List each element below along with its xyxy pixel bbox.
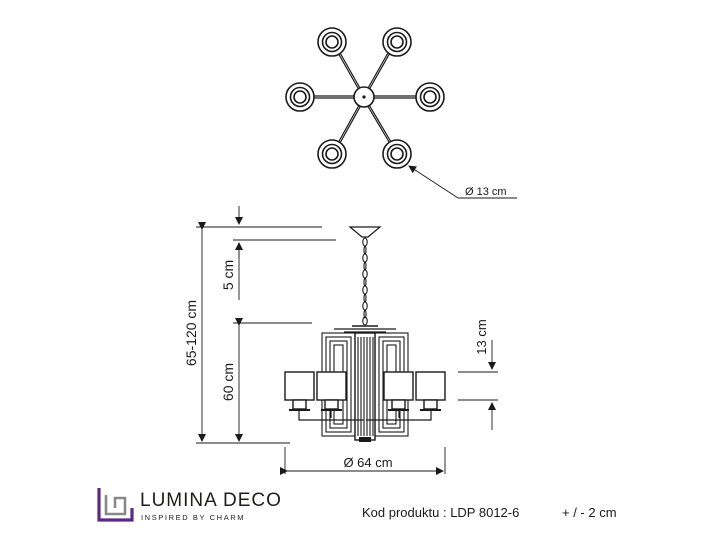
top-view-lamp <box>317 27 347 57</box>
side-view-shade <box>383 371 414 411</box>
brand-tagline: INSPIRED BY CHARM <box>141 513 246 522</box>
shade-diameter-leader <box>408 165 517 199</box>
product-code: Kod produktu : LDP 8012-6 <box>362 505 519 520</box>
top-view-lamp <box>317 139 347 169</box>
product-code-label: Kod produktu : <box>362 505 447 520</box>
brand-logo-icon <box>97 488 134 522</box>
side-view-shade <box>316 371 347 411</box>
suspension-chain <box>362 237 368 326</box>
side-view-shade <box>415 371 446 411</box>
top-view-lamp <box>382 139 412 169</box>
ceiling-canopy <box>348 226 382 238</box>
shade-height-label: 13 cm <box>474 319 489 354</box>
side-view-shade <box>284 371 315 411</box>
total-height-label: 65-120 cm <box>183 300 199 366</box>
shade-diameter-label: Ø 13 cm <box>465 186 507 198</box>
canopy-height-label: 5 cm <box>220 260 236 290</box>
side-view-arms <box>298 411 432 421</box>
side-view <box>284 226 446 442</box>
dimension-lines <box>196 206 498 475</box>
top-view-lamp <box>415 82 445 112</box>
dimension-tolerance: + / - 2 cm <box>562 505 617 520</box>
width-label: Ø 64 cm <box>343 455 392 470</box>
central-column <box>354 332 376 442</box>
top-view <box>285 27 445 169</box>
brand-name: LUMINA DECO <box>140 490 282 511</box>
product-code-value: LDP 8012-6 <box>450 505 520 520</box>
body-height-label: 60 cm <box>220 363 236 401</box>
top-view-lamp <box>285 82 315 112</box>
top-view-lamp <box>382 27 412 57</box>
